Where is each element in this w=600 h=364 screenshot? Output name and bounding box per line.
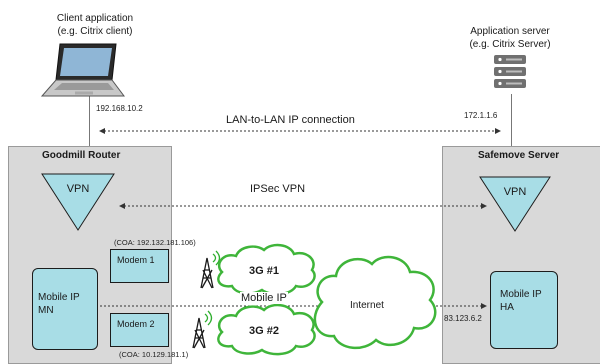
mobile-ip-mn-box bbox=[32, 268, 98, 350]
server-connector-line bbox=[511, 94, 512, 146]
internet-cloud-icon bbox=[313, 255, 437, 349]
mobile-ip-ha-line1: Mobile IP bbox=[500, 289, 542, 300]
cloud-3g-1-icon bbox=[217, 243, 316, 296]
lan-label: LAN-to-LAN IP connection bbox=[226, 114, 355, 126]
laptop-icon bbox=[40, 43, 125, 97]
safemove-vpn-label: VPN bbox=[503, 186, 527, 198]
modem-1-label: Modem 1 bbox=[117, 255, 155, 265]
client-title: Client application bbox=[56, 13, 134, 24]
modem-2-box bbox=[110, 313, 169, 347]
client-ip: 192.168.10.2 bbox=[96, 104, 143, 113]
safemove-vpn-triangle bbox=[479, 176, 551, 232]
server-icon bbox=[494, 55, 526, 88]
goodmill-router-title: Goodmill Router bbox=[42, 150, 121, 161]
server-ip: 172.1.1.6 bbox=[464, 111, 498, 120]
modem-2-label: Modem 2 bbox=[117, 319, 155, 329]
mobile-ip-label: Mobile IP bbox=[240, 292, 288, 304]
ipsec-label: IPSec VPN bbox=[250, 183, 306, 195]
mobile-ip-ha-line2: HA bbox=[500, 302, 514, 313]
client-connector-line bbox=[89, 94, 90, 146]
server-subtitle: (e.g. Citrix Server) bbox=[469, 39, 551, 50]
cloud-3g-2-icon bbox=[217, 303, 316, 356]
coa2-label: (COA: 10.129.181.1) bbox=[119, 350, 189, 359]
server-title: Application server bbox=[470, 26, 550, 37]
antenna-2-icon bbox=[192, 310, 213, 349]
router-vpn-triangle bbox=[41, 173, 115, 231]
mobile-ip-mn-line1: Mobile IP bbox=[38, 292, 80, 303]
internet-label: Internet bbox=[350, 300, 384, 311]
safemove-server-title: Safemove Server bbox=[478, 150, 560, 161]
mobile-ip-ha-box bbox=[490, 271, 558, 349]
antenna-1-icon bbox=[200, 250, 221, 289]
cloud-3g-1-label: 3G #1 bbox=[249, 265, 279, 277]
client-subtitle: (e.g. Citrix client) bbox=[57, 26, 133, 37]
coa1-label: (COA: 192.132.181.106) bbox=[114, 238, 196, 247]
mobile-ip-mn-line2: MN bbox=[38, 305, 54, 316]
router-vpn-label: VPN bbox=[66, 183, 90, 195]
modem-1-box bbox=[110, 249, 169, 283]
cloud-3g-2-label: 3G #2 bbox=[249, 325, 279, 337]
ha-ip-label: 83.123.6.2 bbox=[444, 314, 482, 323]
